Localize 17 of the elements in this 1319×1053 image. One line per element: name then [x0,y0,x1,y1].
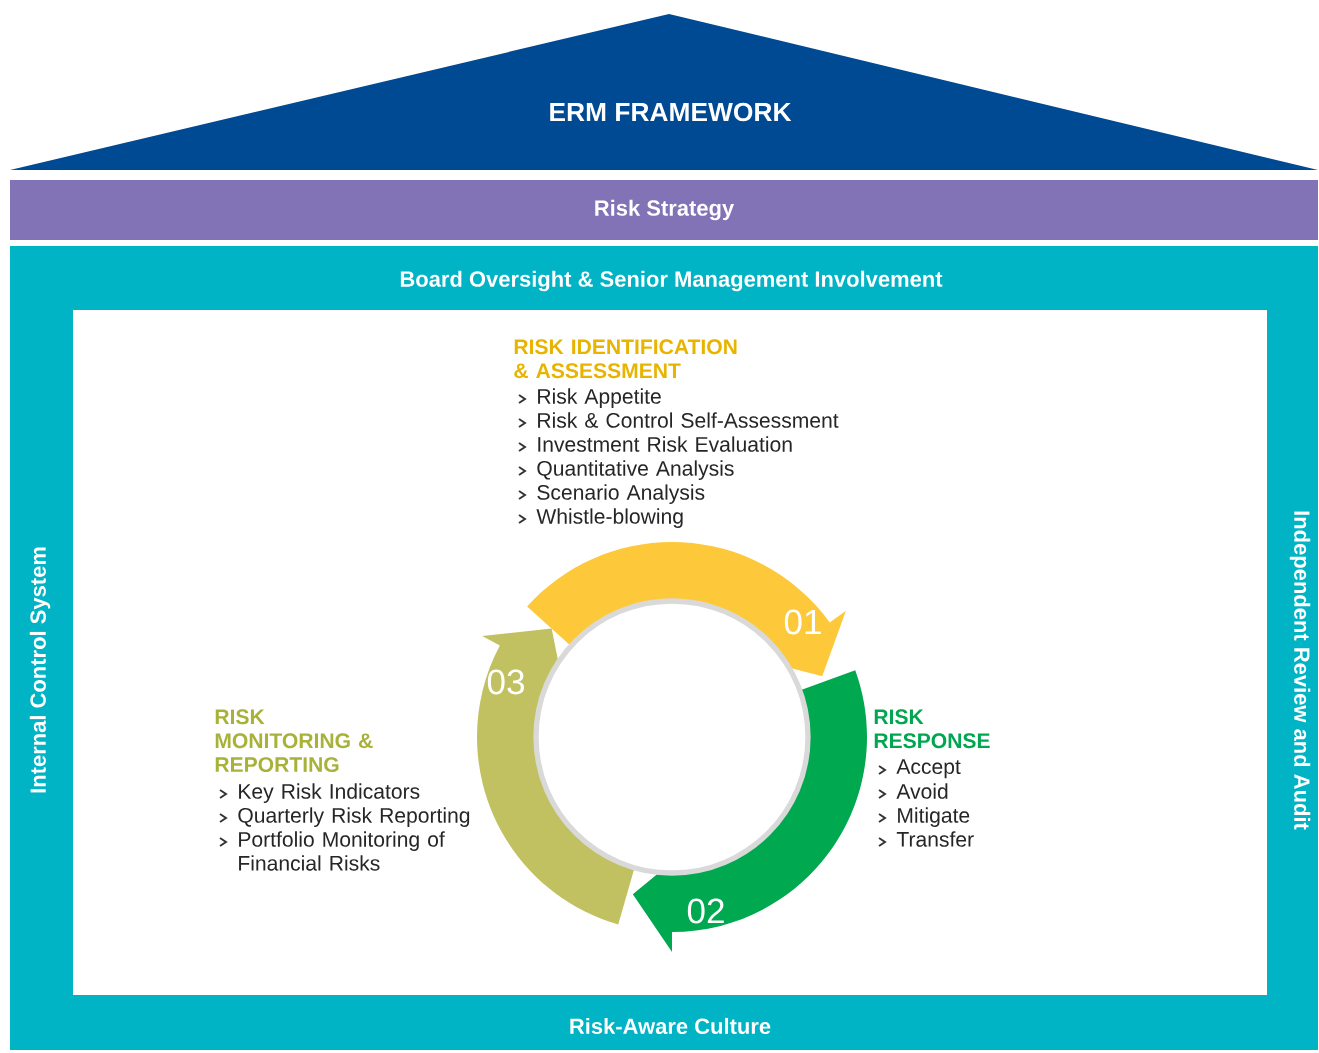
band-label: Internal Control System [29,547,51,793]
band-label: Board Oversight & Senior Management Involvement [400,270,943,292]
bullet-item: Risk & Control Self-Assessment [538,412,839,428]
bullet-item: Mitigate [898,807,970,827]
bullet-item: Transfer [896,831,974,847]
bullet-item: Investment Risk Evaluation [538,436,792,452]
bullet-item: Risk Appetite [538,388,661,408]
band-label: Independent Review and Audit [1289,511,1311,830]
bullet-item: Avoid [896,783,948,799]
bullet-item: Accept [896,759,961,779]
roof-triangle: ERM FRAMEWORK [10,14,1318,170]
bullet-item: Portfolio Monitoring of Financial Risks [239,831,445,871]
strategy-band: Risk Strategy [10,180,1318,240]
section-heading: RISK MONITORING & REPORTING [215,709,373,773]
band-label: Risk-Aware Culture [570,1017,771,1035]
section-heading: RISK IDENTIFICATION & ASSESSMENT [514,339,737,379]
bullet-item: Scenario Analysis [537,484,705,504]
